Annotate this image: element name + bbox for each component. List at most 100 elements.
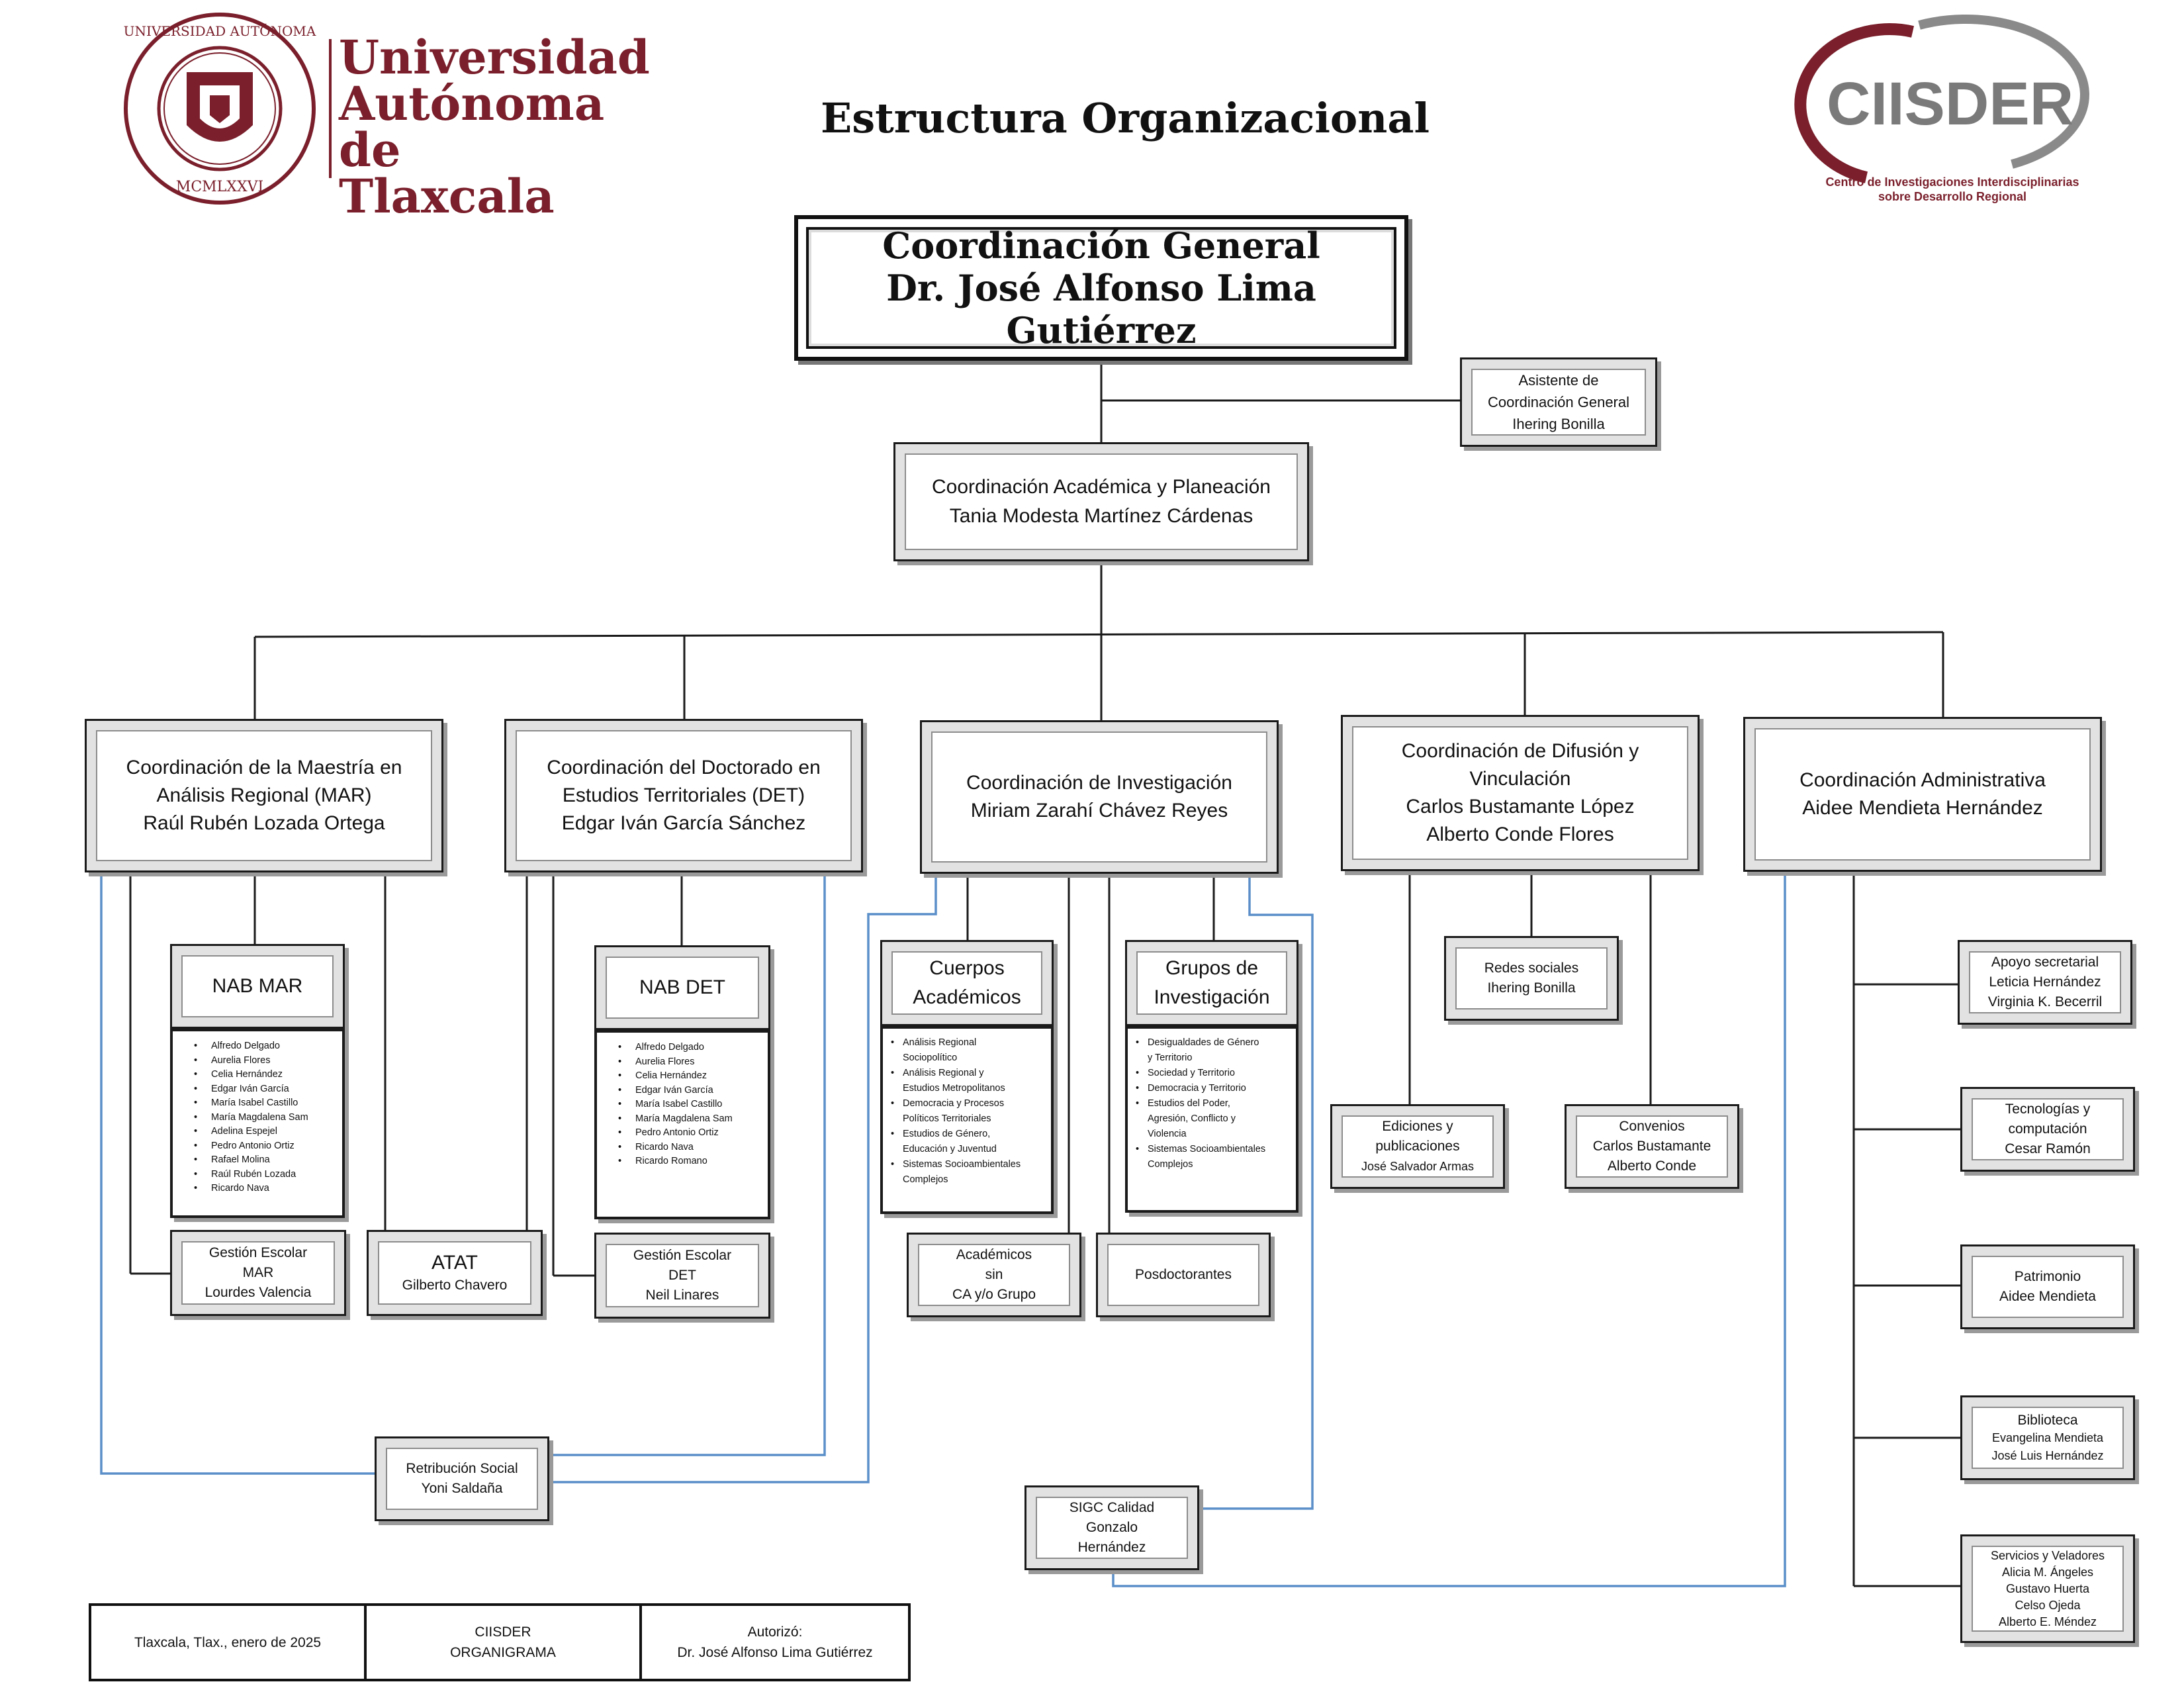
- ediciones-line3: José Salvador Armas: [1361, 1160, 1475, 1173]
- difusion-line3: Carlos Bustamante López: [1406, 796, 1635, 818]
- patrimonio-line2: Aidee Mendieta: [1999, 1289, 2096, 1304]
- investigacion-line2: Miriam Zarahí Chávez Reyes: [970, 800, 1228, 821]
- det-line2: Estudios Territoriales (DET): [562, 784, 805, 806]
- nab-mar-header: NAB MAR: [170, 944, 345, 1029]
- footer-place-date: Tlaxcala, Tlax., enero de 2025: [134, 1634, 322, 1650]
- footer-auth-line2: Dr. José Alfonso Lima Gutiérrez: [677, 1645, 873, 1660]
- servicios-veladores-box: Servicios y Veladores Alicia M. Ángeles …: [1960, 1534, 2135, 1643]
- apoyo-line3: Virginia K. Becerril: [1987, 994, 2103, 1009]
- sigc-calidad-box: SIGC Calidad Gonzalo Hernández: [1024, 1485, 1199, 1570]
- administrativa-line1: Coordinación Administrativa: [1799, 769, 2046, 791]
- university-seal-icon: UNIVERSIDAD AUTÓNOMA MCMLXXVI: [124, 13, 316, 205]
- footer-cell-authorization: Autorizó: Dr. José Alfonso Lima Gutiérre…: [642, 1606, 908, 1679]
- list-item: Raúl Rubén Lozada: [173, 1168, 342, 1182]
- servicios-line4: Celso Ojeda: [2015, 1598, 2081, 1612]
- list-item: María Isabel Castillo: [597, 1098, 768, 1112]
- difusion-line4: Alberto Conde Flores: [1426, 823, 1614, 845]
- grupos-investigacion-header: Grupos de Investigación: [1125, 940, 1298, 1026]
- svg-text:UNIVERSIDAD AUTÓNOMA: UNIVERSIDAD AUTÓNOMA: [124, 23, 316, 39]
- nab-mar-members: Alfredo Delgado Aurelia Flores Celia Her…: [173, 1039, 342, 1196]
- list-item: Sociedad y Territorio: [1133, 1066, 1296, 1081]
- university-name-line3: Tlaxcala: [339, 169, 555, 224]
- ediciones-publicaciones-box: Ediciones y publicaciones José Salvador …: [1330, 1104, 1505, 1189]
- retribucion-line2: Yoni Saldaña: [421, 1481, 503, 1496]
- servicios-line2: Alicia M. Ángeles: [2001, 1565, 2094, 1579]
- list-item: Edgar Iván García: [173, 1082, 342, 1097]
- asistente-box: Asistente de Coordinación General Iherin…: [1460, 357, 1657, 447]
- academicos-sin-line3: CA y/o Grupo: [952, 1287, 1036, 1302]
- biblioteca-box: Biblioteca Evangelina Mendieta José Luis…: [1960, 1395, 2135, 1480]
- list-item: Alfredo Delgado: [173, 1039, 342, 1054]
- footer-doc-line2: ORGANIGRAMA: [450, 1645, 556, 1660]
- apoyo-line1: Apoyo secretarial: [1991, 955, 2099, 970]
- list-item: Adelina Espejel: [173, 1125, 342, 1139]
- ciisder-sub2: sobre Desarrollo Regional: [1878, 190, 2027, 203]
- det-line3: Edgar Iván García Sánchez: [561, 812, 806, 834]
- asistente-line3: Ihering Bonilla: [1512, 416, 1605, 432]
- convenios-box: Convenios Carlos Bustamante Alberto Cond…: [1565, 1104, 1739, 1189]
- sigc-line3: Hernández: [1077, 1540, 1146, 1555]
- servicios-line5: Alberto E. Méndez: [1998, 1615, 2097, 1628]
- list-item: Estudios del Poder,Agresión, Conflicto y…: [1133, 1096, 1296, 1142]
- nab-det-members: Alfredo Delgado Aurelia Flores Celia Her…: [597, 1041, 768, 1169]
- footer-table: Tlaxcala, Tlax., enero de 2025 CIISDER O…: [89, 1603, 911, 1681]
- university-name-line1: Universidad: [339, 30, 650, 85]
- gestion-escolar-det-box: Gestión Escolar DET Neil Linares: [594, 1233, 770, 1319]
- ediciones-line1: Ediciones y: [1382, 1119, 1453, 1134]
- general-title: Coordinación General: [882, 224, 1320, 267]
- asistente-line1: Asistente de: [1518, 372, 1599, 389]
- academica-title: Coordinación Académica y Planeación: [932, 476, 1271, 498]
- footer-cell-document: CIISDER ORGANIGRAMA: [367, 1606, 642, 1679]
- academicos-sin-grupo-box: Académicos sin CA y/o Grupo: [907, 1233, 1081, 1317]
- biblioteca-line2: Evangelina Mendieta: [1991, 1430, 2104, 1444]
- convenios-line1: Convenios: [1619, 1119, 1685, 1134]
- academica-name: Tania Modesta Martínez Cárdenas: [949, 505, 1253, 527]
- list-item: María Magdalena Sam: [173, 1111, 342, 1125]
- apoyo-secretarial-box: Apoyo secretarial Leticia Hernández Virg…: [1958, 940, 2132, 1025]
- ciisder-name: CIISDER: [1827, 70, 2073, 138]
- university-name-line2: Autónoma de: [339, 76, 605, 177]
- mar-line3: Raúl Rubén Lozada Ortega: [143, 812, 385, 834]
- coordinacion-det-box: Coordinación del Doctorado en Estudios T…: [504, 719, 863, 872]
- footer-auth-line1: Autorizó:: [747, 1624, 803, 1640]
- difusion-line2: Vinculación: [1469, 768, 1571, 790]
- coordinacion-mar-box: Coordinación de la Maestría en Análisis …: [85, 719, 443, 872]
- gestion-mar-line1: Gestión Escolar: [208, 1245, 308, 1260]
- tecnologias-line2: computación: [2008, 1121, 2087, 1137]
- redes-line1: Redes sociales: [1484, 961, 1579, 976]
- atat-title: ATAT: [432, 1252, 478, 1274]
- gestion-escolar-mar-box: Gestión Escolar MAR Lourdes Valencia: [170, 1230, 346, 1316]
- list-item: Celia Hernández: [597, 1069, 768, 1084]
- posdoctorantes-label: Posdoctorantes: [1135, 1267, 1232, 1282]
- list-item: Ricardo Romano: [597, 1154, 768, 1169]
- list-item: Aurelia Flores: [173, 1054, 342, 1068]
- list-item: Ricardo Nava: [597, 1141, 768, 1155]
- sigc-line1: SIGC Calidad: [1069, 1500, 1155, 1515]
- list-item: María Magdalena Sam: [597, 1112, 768, 1127]
- patrimonio-box: Patrimonio Aidee Mendieta: [1960, 1244, 2135, 1329]
- tecnologias-line3: Cesar Ramón: [2005, 1141, 2091, 1156]
- footer-cell-place-date: Tlaxcala, Tlax., enero de 2025: [91, 1606, 367, 1679]
- university-logo: UNIVERSIDAD AUTÓNOMA MCMLXXVI Universida…: [120, 9, 650, 220]
- redes-sociales-box: Redes sociales Ihering Bonilla: [1444, 936, 1619, 1021]
- mar-line1: Coordinación de la Maestría en: [126, 757, 402, 778]
- difusion-line1: Coordinación de Difusión y: [1401, 740, 1639, 762]
- nab-det-title: NAB DET: [639, 976, 726, 998]
- retribucion-social-box: Retribución Social Yoni Saldaña: [375, 1436, 549, 1521]
- convenios-line2: Carlos Bustamante: [1592, 1139, 1711, 1154]
- ciisder-sub1: Centro de Investigaciones Interdisciplin…: [1825, 175, 2079, 189]
- list-item: Estudios de Género,Educación y Juventud: [888, 1127, 1051, 1157]
- nab-mar-list-box: Alfredo Delgado Aurelia Flores Celia Her…: [170, 1029, 345, 1218]
- list-item: Edgar Iván García: [597, 1084, 768, 1098]
- convenios-line3: Alberto Conde: [1607, 1158, 1697, 1174]
- gestion-det-line2: DET: [668, 1268, 696, 1283]
